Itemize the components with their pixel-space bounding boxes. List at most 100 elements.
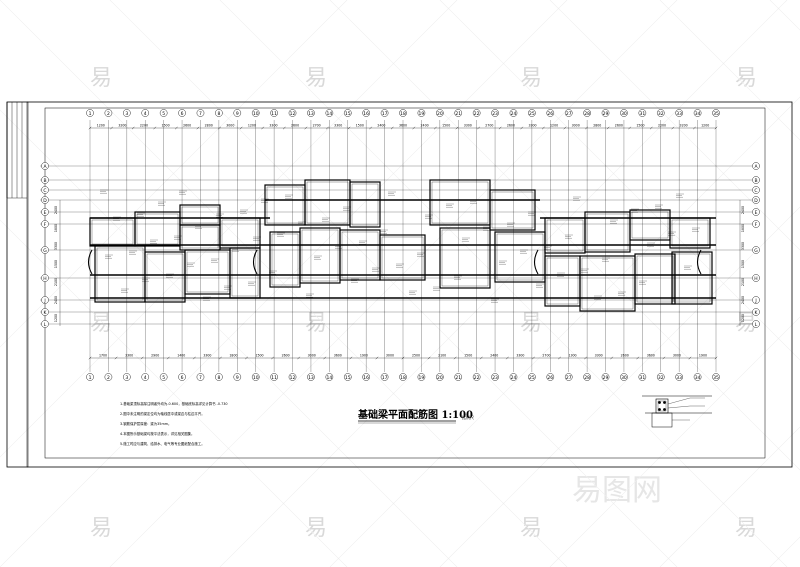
svg-text:L: L bbox=[755, 322, 758, 328]
watermark-glyph: 易 bbox=[735, 311, 757, 336]
svg-text:K: K bbox=[755, 310, 759, 316]
axis-bubble: L bbox=[752, 320, 760, 328]
svg-text:19: 19 bbox=[419, 375, 425, 381]
dimension-label: 1200 bbox=[701, 124, 709, 128]
dimension-label: 1800 bbox=[741, 224, 745, 232]
svg-text:29: 29 bbox=[603, 375, 609, 381]
axis-bubble: 1 bbox=[86, 373, 94, 381]
axis-bubble: K bbox=[41, 308, 49, 316]
svg-text:21: 21 bbox=[455, 111, 461, 117]
dimension-label: 1700 bbox=[99, 354, 107, 358]
svg-text:35: 35 bbox=[713, 375, 719, 381]
dimension-label: 2100 bbox=[741, 278, 745, 286]
axis-bubble: 23 bbox=[491, 373, 499, 381]
axis-bubble: 28 bbox=[583, 109, 591, 117]
svg-text:23: 23 bbox=[492, 111, 498, 117]
svg-text:1: 1 bbox=[89, 111, 92, 117]
svg-text:29: 29 bbox=[603, 111, 609, 117]
axis-bubble: 11 bbox=[270, 109, 278, 117]
axis-bubble: 29 bbox=[601, 373, 610, 381]
watermark-glyph: 易 bbox=[735, 516, 757, 541]
svg-text:12: 12 bbox=[290, 375, 296, 381]
axis-bubble: H bbox=[752, 274, 760, 282]
dimension-label: 1200 bbox=[54, 314, 58, 322]
svg-text:19: 19 bbox=[419, 111, 425, 117]
watermark-glyph: 易 bbox=[305, 516, 327, 541]
general-note: 3.钢筋保护层厚度：梁为35mm。 bbox=[120, 421, 171, 426]
dimension-label: 2900 bbox=[151, 354, 159, 358]
axis-bubble: 19 bbox=[417, 109, 426, 117]
svg-text:9: 9 bbox=[236, 375, 239, 381]
axis-bubble: 18 bbox=[399, 109, 407, 117]
dimension-label: 2400 bbox=[54, 206, 58, 214]
axis-bubble: B bbox=[752, 176, 760, 184]
svg-text:22: 22 bbox=[474, 111, 480, 117]
dimension-label: 1500 bbox=[255, 354, 263, 358]
dimension-label: 1200 bbox=[248, 124, 256, 128]
svg-text:H: H bbox=[754, 276, 757, 282]
svg-text:5: 5 bbox=[162, 375, 165, 381]
dimension-label: 1200 bbox=[741, 314, 745, 322]
dimension-label: 2100 bbox=[438, 354, 446, 358]
axis-bubble: A bbox=[41, 162, 49, 170]
dimension-label: 1900 bbox=[699, 354, 707, 358]
dimension-label: 1500 bbox=[161, 124, 169, 128]
axis-bubbles: 1122334455667788991010111112121313141415… bbox=[41, 109, 760, 381]
svg-text:11: 11 bbox=[271, 111, 277, 117]
axis-bubble: 31 bbox=[638, 373, 647, 381]
dimension-label: 2700 bbox=[313, 124, 321, 128]
axis-bubble: F bbox=[41, 220, 49, 228]
dimension-label: 2600 bbox=[183, 124, 191, 128]
axis-bubble: 14 bbox=[325, 373, 334, 381]
svg-text:8: 8 bbox=[217, 375, 220, 381]
axis-bubble: G bbox=[41, 246, 49, 254]
axis-bubble: 16 bbox=[362, 373, 370, 381]
watermark-glyph: 易 bbox=[305, 66, 327, 91]
svg-text:18: 18 bbox=[400, 111, 406, 117]
dimension-label: 3300 bbox=[54, 242, 58, 250]
axis-bubble: 19 bbox=[417, 373, 426, 381]
dimension-label: 1800 bbox=[229, 354, 237, 358]
axis-bubble: 3 bbox=[123, 109, 131, 117]
dimension-label: 2200 bbox=[140, 124, 148, 128]
svg-text:11: 11 bbox=[271, 375, 277, 381]
dimension-label: 1500 bbox=[464, 354, 472, 358]
watermark-glyph: 易 bbox=[520, 311, 542, 336]
svg-text:E: E bbox=[755, 210, 758, 216]
dimension-label: 3300 bbox=[464, 124, 472, 128]
axis-bubble: 9 bbox=[233, 373, 242, 381]
watermark-glyph: 易 bbox=[520, 66, 542, 91]
axis-bubble: D bbox=[752, 196, 760, 204]
axis-bubble: 32 bbox=[656, 373, 665, 381]
svg-text:6: 6 bbox=[181, 375, 184, 381]
axis-bubble: 12 bbox=[288, 109, 297, 117]
scale-note: 比例尺 bbox=[462, 414, 474, 420]
axis-bubble: 23 bbox=[491, 109, 499, 117]
axis-bubble: 25 bbox=[528, 373, 536, 381]
svg-text:28: 28 bbox=[584, 111, 590, 117]
dimension-label: 3600 bbox=[647, 354, 655, 358]
dimension-label: 2400 bbox=[490, 354, 498, 358]
watermark-glyph: 易 bbox=[90, 66, 112, 91]
axis-bubble: 33 bbox=[675, 373, 683, 381]
axis-bubble: J bbox=[41, 296, 49, 304]
axis-bubble: K bbox=[752, 308, 760, 316]
svg-text:1: 1 bbox=[89, 375, 92, 381]
axis-bubble: 28 bbox=[583, 373, 591, 381]
svg-text:7: 7 bbox=[199, 111, 202, 117]
dimension-label: 3600 bbox=[334, 354, 342, 358]
axis-bubble: 2 bbox=[104, 109, 113, 117]
svg-text:10: 10 bbox=[253, 111, 259, 117]
general-note: 2.图中未注明的梁定位均为轴线居中或梁边与柱边平齐。 bbox=[120, 411, 205, 416]
axis-bubble: E bbox=[752, 208, 760, 216]
axis-bubble: 10 bbox=[251, 373, 260, 381]
dimension-label: 2800 bbox=[205, 124, 213, 128]
dimension-label: 1500 bbox=[636, 124, 644, 128]
axis-bubble: 15 bbox=[343, 373, 352, 381]
svg-text:J: J bbox=[754, 298, 756, 304]
svg-text:G: G bbox=[754, 248, 758, 254]
axis-bubble: H bbox=[41, 274, 49, 282]
axis-bubble: 13 bbox=[307, 373, 315, 381]
svg-text:30: 30 bbox=[621, 375, 627, 381]
